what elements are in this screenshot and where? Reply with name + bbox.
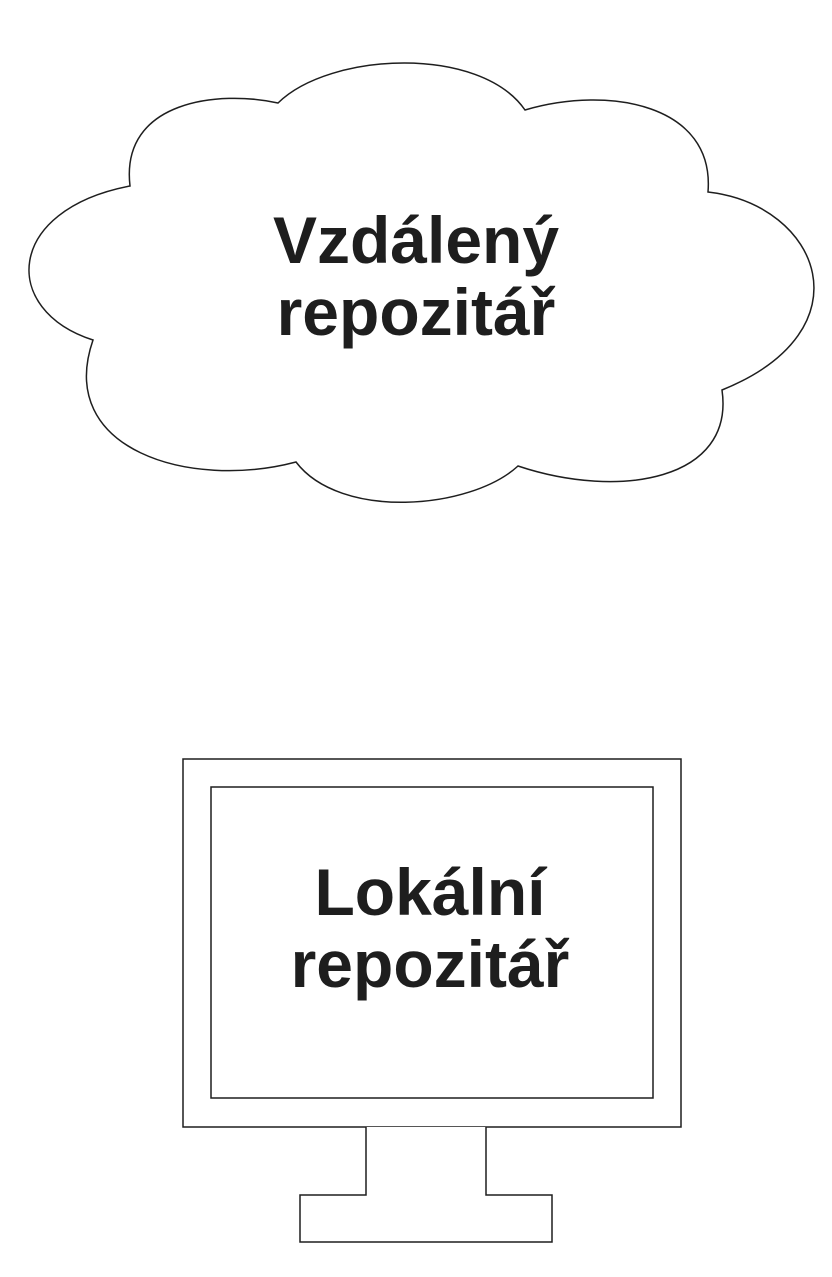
remote-repository-label: Vzdálený repozitář xyxy=(216,204,616,348)
local-repository-label: Lokální repozitář xyxy=(230,856,630,1000)
monitor-screen xyxy=(210,786,654,1099)
monitor-stand-neck xyxy=(299,1127,553,1243)
local-repository-line1: Lokální xyxy=(314,855,546,929)
cloud-shape xyxy=(28,62,815,503)
remote-repository-line1: Vzdálený xyxy=(272,203,560,277)
remote-repository-line2: repozitář xyxy=(276,275,556,349)
local-repository-line2: repozitář xyxy=(290,927,570,1001)
